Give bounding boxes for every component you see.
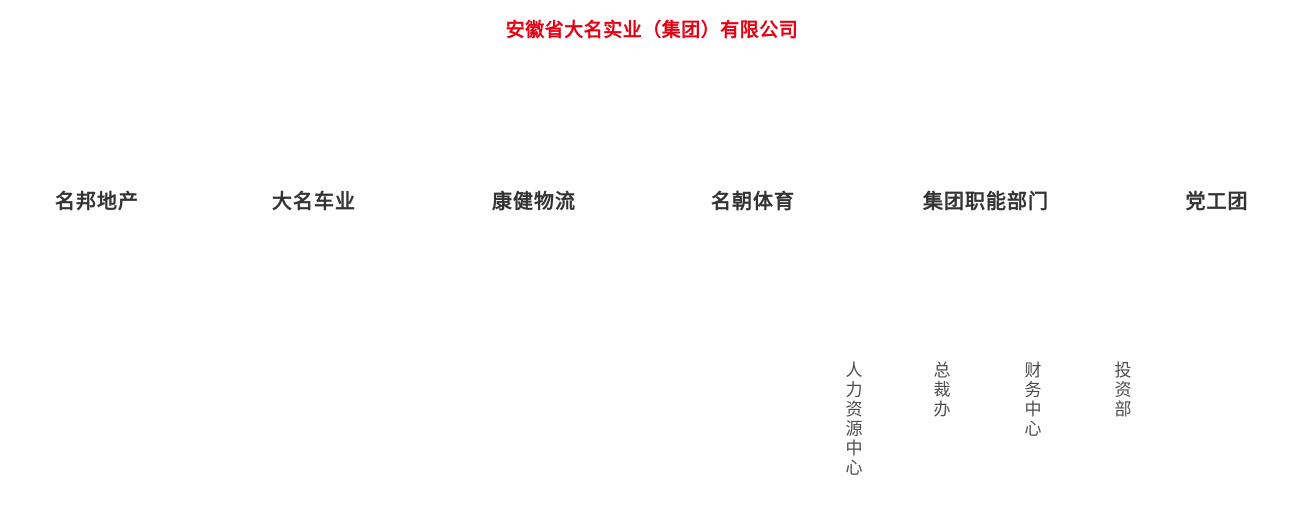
- division-daming-auto[interactable]: 大名车业: [272, 191, 356, 213]
- division-kangjian-logistics[interactable]: 康健物流: [492, 191, 576, 213]
- department-finance-center[interactable]: 财务中心: [1021, 361, 1041, 439]
- division-mingbang-real-estate[interactable]: 名邦地产: [55, 191, 139, 213]
- department-president-office[interactable]: 总裁办: [930, 361, 950, 420]
- department-hr-center[interactable]: 人力资源中心: [842, 361, 862, 478]
- division-mingchao-sports[interactable]: 名朝体育: [711, 191, 795, 213]
- department-investment[interactable]: 投资部: [1111, 361, 1131, 420]
- division-group-functional-departments[interactable]: 集团职能部门: [923, 191, 1049, 213]
- division-party-union[interactable]: 党工团: [1185, 191, 1249, 213]
- chart-title: 安徽省大名实业（集团）有限公司: [505, 20, 799, 41]
